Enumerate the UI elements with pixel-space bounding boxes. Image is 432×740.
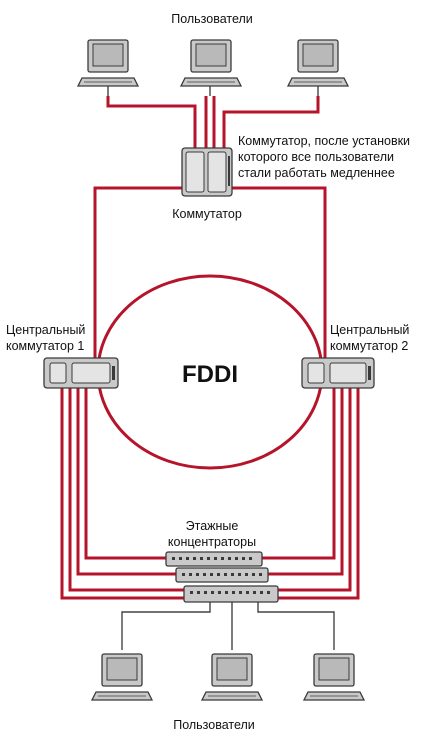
top-user-cables — [106, 86, 320, 150]
hub-port — [204, 591, 207, 594]
central-to-hub-links — [60, 388, 360, 600]
hub-port — [210, 573, 213, 576]
hub-port — [196, 573, 199, 576]
switch-label: Коммутатор — [172, 207, 242, 221]
link-switch-central1 — [93, 186, 182, 358]
monitor-screen — [318, 657, 350, 681]
hub-port — [203, 573, 206, 576]
hub-port — [200, 557, 203, 560]
hubs-label-line1: Этажные — [186, 519, 239, 533]
switch-uplinks — [93, 186, 327, 358]
hub-port — [253, 591, 256, 594]
link-c2-hub2 — [268, 388, 344, 576]
users-bottom-label: Пользователи — [173, 718, 255, 732]
hub-port — [252, 573, 255, 576]
central2-label-line2: коммутатор 2 — [330, 339, 408, 353]
monitor-screen — [106, 657, 138, 681]
link-c2-hub3b — [278, 388, 360, 600]
link-c1-hub3b — [60, 388, 184, 600]
monitor-screen — [92, 43, 124, 67]
hub-port — [260, 591, 263, 594]
cable-bottom-left — [121, 600, 211, 650]
hub-port — [224, 573, 227, 576]
central-switch-2-icon[interactable] — [301, 357, 375, 389]
hubs-label-line2: концентраторы — [168, 535, 256, 549]
hub-port — [190, 591, 193, 594]
hub-icon[interactable] — [165, 551, 263, 567]
hub-port — [242, 557, 245, 560]
hub-port — [179, 557, 182, 560]
computer-icon[interactable] — [179, 39, 243, 87]
hub-port — [238, 573, 241, 576]
hub-port — [225, 591, 228, 594]
hub-port — [259, 573, 262, 576]
link-c2-hub1 — [262, 388, 336, 560]
users-top-label: Пользователи — [171, 12, 253, 26]
hub-port — [193, 557, 196, 560]
bottom-user-cables — [121, 600, 335, 650]
hub-port — [235, 557, 238, 560]
monitor-screen — [216, 657, 248, 681]
central2-label-line1: Центральный — [330, 323, 409, 337]
central1-label-line2: коммутатор 1 — [6, 339, 84, 353]
computer-icon[interactable] — [90, 653, 154, 701]
link-c2-hub3 — [278, 388, 352, 592]
hub-port — [214, 557, 217, 560]
link-switch-central2 — [232, 186, 327, 358]
switch-icon[interactable] — [181, 147, 233, 197]
hub-port — [182, 573, 185, 576]
computer-icon[interactable] — [200, 653, 264, 701]
hub-port — [245, 573, 248, 576]
hub-icon[interactable] — [175, 567, 269, 583]
link-c1-hub3 — [68, 388, 184, 592]
hub-port — [232, 591, 235, 594]
hub-port — [267, 591, 270, 594]
hub-icon[interactable] — [183, 585, 279, 603]
hub-port — [186, 557, 189, 560]
hub-port — [231, 573, 234, 576]
hub-port — [246, 591, 249, 594]
fddi-label: FDDI — [182, 361, 238, 388]
switch-note-line1: Коммутатор, после установки — [238, 134, 410, 148]
link-c1-hub1 — [84, 388, 166, 560]
hub-ports — [182, 573, 262, 576]
central-switch-1-icon[interactable] — [43, 357, 119, 389]
hub-port — [197, 591, 200, 594]
hub-ports — [172, 557, 252, 560]
computer-icon[interactable] — [302, 653, 366, 701]
hub-port — [172, 557, 175, 560]
monitor-screen — [302, 43, 334, 67]
link-user-right — [222, 96, 320, 150]
computer-icon[interactable] — [286, 39, 350, 87]
hub-port — [228, 557, 231, 560]
hub-port — [239, 591, 242, 594]
cable-bottom-right — [257, 600, 335, 650]
switch-note-line2: которого все пользователи — [238, 150, 394, 164]
link-user-left — [106, 96, 197, 150]
hub-ports — [190, 591, 270, 594]
hub-port — [207, 557, 210, 560]
hub-port — [218, 591, 221, 594]
hub-port — [211, 591, 214, 594]
monitor-screen — [195, 43, 227, 67]
switch-note-line3: стали работать медленнее — [238, 166, 395, 180]
central1-label-line1: Центральный — [6, 323, 85, 337]
computer-icon[interactable] — [76, 39, 140, 87]
hub-port — [189, 573, 192, 576]
hub-port — [249, 557, 252, 560]
hub-port — [217, 573, 220, 576]
hub-port — [221, 557, 224, 560]
link-c1-hub2 — [76, 388, 176, 576]
